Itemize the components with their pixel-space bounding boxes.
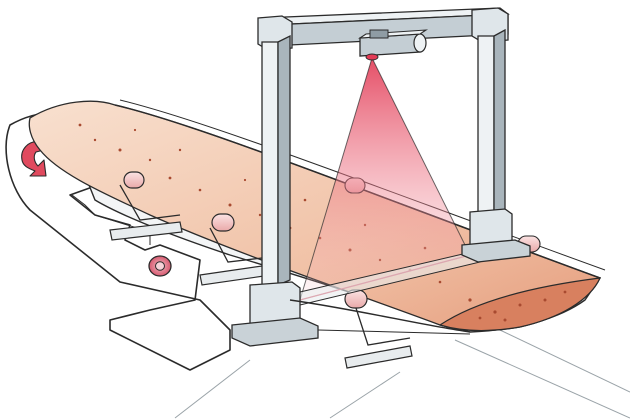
gantry-frame xyxy=(231,7,531,347)
idler-roller-1 xyxy=(109,171,183,241)
laser-scanner-icon xyxy=(357,29,429,61)
pulley-icon xyxy=(148,255,172,277)
belt-front-edge xyxy=(289,299,471,335)
floor-lines xyxy=(174,329,630,419)
idler-roller-2 xyxy=(199,213,265,286)
idler-roller-3 xyxy=(344,289,413,369)
